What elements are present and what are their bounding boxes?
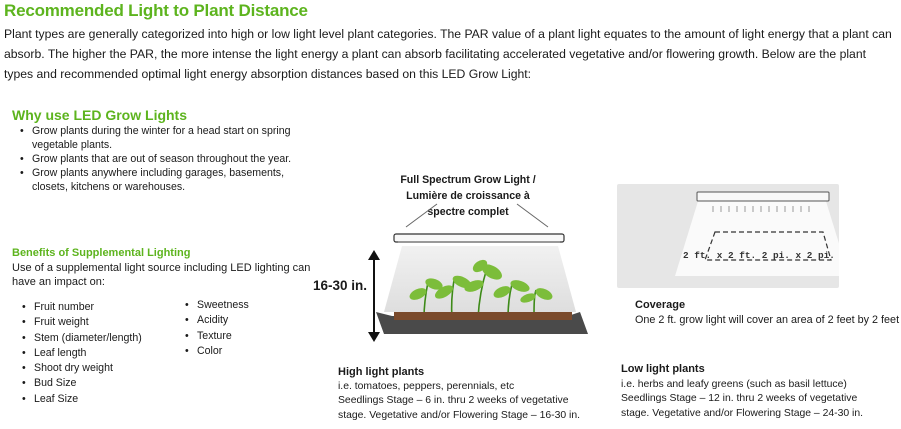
coverage-title: Coverage bbox=[635, 299, 686, 311]
low-light-title: Low light plants bbox=[621, 363, 705, 375]
why-led-list: Grow plants during the winter for a head… bbox=[20, 124, 320, 194]
page-title: Recommended Light to Plant Distance bbox=[4, 1, 308, 20]
list-item: Acidity bbox=[185, 313, 249, 329]
list-item: Texture bbox=[185, 329, 249, 345]
benefits-list-left: Fruit number Fruit weight Stem (diameter… bbox=[22, 300, 142, 407]
grow-light-label: Full Spectrum Grow Light / Lumière de cr… bbox=[380, 172, 556, 220]
grow-light-label-line: Lumière de croissance à bbox=[406, 190, 530, 202]
grow-light-label-line: spectre complet bbox=[427, 206, 509, 218]
list-item: Sweetness bbox=[185, 298, 249, 314]
high-light-line: stage. Vegetative and/or Flowering Stage… bbox=[338, 409, 581, 421]
list-item: Fruit weight bbox=[22, 315, 142, 331]
list-item: Shoot dry weight bbox=[22, 361, 142, 377]
why-led-title: Why use LED Grow Lights bbox=[12, 107, 188, 123]
coverage-text: One 2 ft. grow light will cover an area … bbox=[635, 314, 900, 326]
list-item: Grow plants during the winter for a head… bbox=[20, 124, 320, 152]
grow-light-illustration bbox=[368, 203, 588, 342]
high-light-title: High light plants bbox=[338, 366, 425, 378]
grow-light-fixture bbox=[696, 191, 830, 202]
benefits-list-right: Sweetness Acidity Texture Color bbox=[185, 298, 249, 359]
list-item: Grow plants anywhere including garages, … bbox=[20, 166, 320, 194]
list-item: Stem (diameter/length) bbox=[22, 331, 142, 347]
high-light-line: i.e. tomatoes, peppers, perennials, etc bbox=[338, 381, 515, 392]
light-beam bbox=[675, 198, 839, 276]
low-light-line: i.e. herbs and leafy greens (such as bas… bbox=[621, 379, 847, 390]
grow-light-fixture bbox=[393, 233, 565, 243]
arrow-down-icon bbox=[368, 332, 380, 342]
grow-light-label-line: Full Spectrum Grow Light / bbox=[400, 174, 536, 186]
arrow-up-icon bbox=[368, 250, 380, 260]
low-light-line: stage. Vegetative and/or Flowering Stage… bbox=[621, 407, 864, 419]
soil bbox=[394, 312, 572, 320]
hanging-wire bbox=[516, 203, 549, 228]
distance-label: 16-30 in. bbox=[313, 278, 368, 293]
plant-leaves bbox=[409, 259, 553, 303]
coverage-area-label: 2 ft. x 2 ft. 2 pi. x 2 pi. bbox=[683, 250, 835, 261]
list-item: Fruit number bbox=[22, 300, 142, 316]
intro-paragraph: Plant types are generally categorized in… bbox=[4, 27, 892, 81]
coverage-area-outline bbox=[704, 231, 832, 261]
hanging-wire bbox=[405, 203, 438, 228]
high-light-line: Seedlings Stage – 6 in. thru 2 weeks of … bbox=[338, 395, 569, 407]
low-light-line: Seedlings Stage – 12 in. thru 2 weeks of… bbox=[621, 393, 858, 405]
list-item: Leaf length bbox=[22, 346, 142, 362]
benefits-title: Benefits of Supplemental Lighting bbox=[12, 247, 191, 259]
list-item: Color bbox=[185, 344, 249, 360]
benefits-text: Use of a supplemental light source inclu… bbox=[12, 262, 311, 288]
list-item: Leaf Size bbox=[22, 392, 142, 408]
list-item: Bud Size bbox=[22, 376, 142, 392]
list-item: Grow plants that are out of season throu… bbox=[20, 152, 320, 166]
low-light-text: i.e. herbs and leafy greens (such as bas… bbox=[621, 378, 899, 421]
coverage-illustration bbox=[617, 184, 839, 288]
fixture-lines bbox=[712, 206, 810, 212]
high-light-text: i.e. tomatoes, peppers, perennials, etc … bbox=[338, 380, 608, 423]
